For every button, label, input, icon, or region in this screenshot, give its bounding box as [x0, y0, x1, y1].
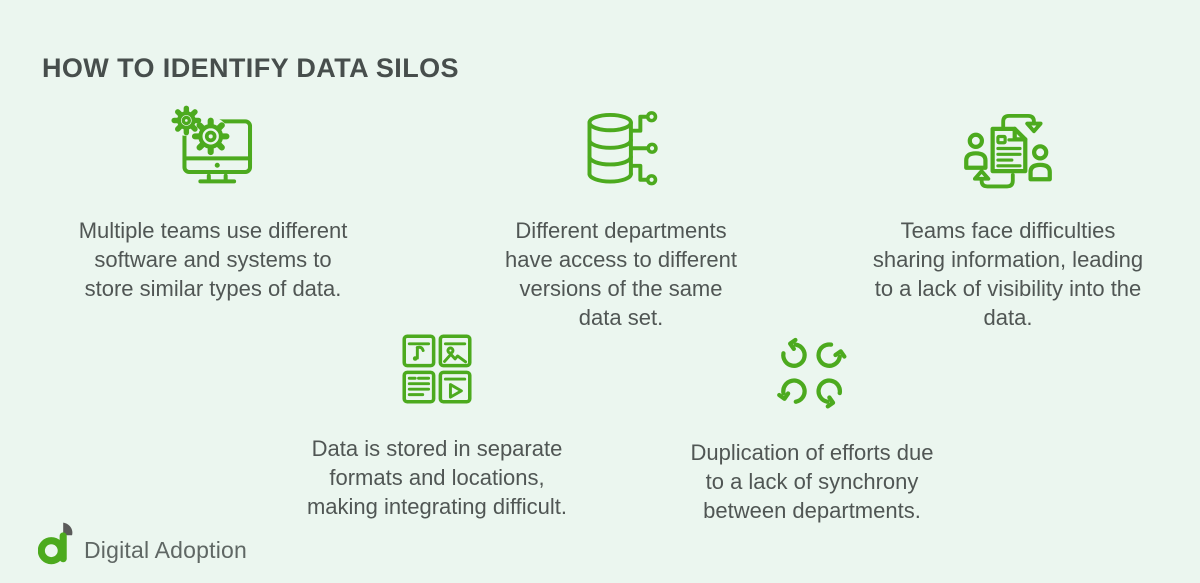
item-text: Data is stored in separate formats and l…: [262, 434, 612, 521]
text-line: to a lack of visibility into the: [874, 276, 1142, 301]
text-line: store similar types of data.: [84, 276, 342, 301]
text-line: data.: [983, 305, 1033, 330]
text-line: sharing information, leading: [872, 247, 1144, 272]
text-line: Different departments: [515, 218, 727, 243]
item-text: Different departments have access to dif…: [446, 216, 796, 332]
item-duplication-efforts: Duplication of efforts due to a lack of …: [637, 331, 987, 525]
text-line: Multiple teams use different: [78, 218, 348, 243]
text-line: Teams face difficulties: [900, 218, 1116, 243]
item-text: Duplication of efforts due to a lack of …: [637, 438, 987, 525]
database-network-icon: [587, 111, 658, 186]
text-line: Data is stored in separate: [311, 436, 563, 461]
item-text: Teams face difficulties sharing informat…: [833, 216, 1183, 332]
brand-name: Digital Adoption: [84, 537, 248, 563]
text-line: software and systems to: [94, 247, 332, 272]
text-line: data set.: [578, 305, 664, 330]
text-line: versions of the same: [519, 276, 723, 301]
item-sharing-difficulties: Teams face difficulties sharing informat…: [833, 97, 1183, 332]
brand-logo: Digital Adoption: [38, 522, 247, 566]
sync-arrows-icon: [769, 333, 855, 415]
file-formats-grid-icon: [402, 334, 472, 404]
item-separate-formats: Data is stored in separate formats and l…: [262, 327, 612, 521]
text-line: to a lack of synchrony: [705, 469, 919, 494]
digital-adoption-logomark-icon: [38, 522, 73, 565]
text-line: making integrating difficult.: [306, 494, 568, 519]
page-title: HOW TO IDENTIFY DATA SILOS: [42, 53, 459, 83]
item-text: Multiple teams use different software an…: [33, 216, 393, 303]
monitor-gears-icon: [170, 105, 252, 184]
text-line: formats and locations,: [329, 465, 545, 490]
text-line: between departments.: [703, 498, 921, 523]
text-line: Duplication of efforts due: [690, 440, 934, 465]
text-line: have access to different: [505, 247, 737, 272]
item-multiple-software: Multiple teams use different software an…: [33, 97, 393, 303]
item-different-versions: Different departments have access to dif…: [446, 97, 796, 332]
people-document-exchange-icon: [964, 113, 1052, 189]
